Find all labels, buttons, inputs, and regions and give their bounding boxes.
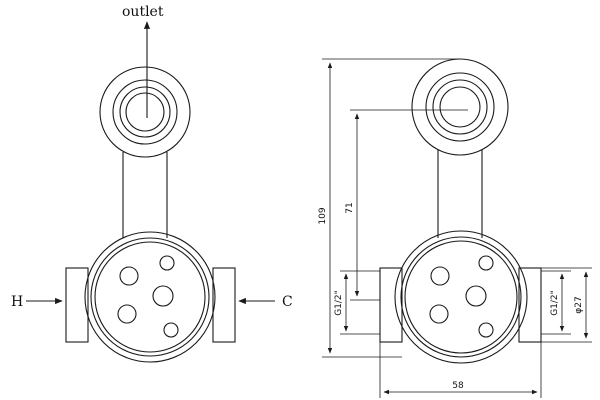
outlet-ring-outer	[99, 66, 191, 158]
outlet-ring-inner	[119, 86, 171, 138]
port-hole	[117, 304, 137, 324]
dim-g12-right-label: G1/2"	[550, 290, 560, 316]
port-hole	[465, 285, 487, 307]
port-hole	[478, 255, 494, 271]
dim-71-label: 71	[345, 202, 355, 213]
hot-label: H	[11, 294, 23, 310]
port-hole	[429, 304, 449, 324]
port-hole	[119, 266, 139, 286]
right-inlet-stub	[518, 267, 542, 343]
dim-109-label: 109	[318, 207, 328, 224]
port-hole	[152, 285, 174, 307]
valve-body-face	[404, 240, 518, 354]
port-hole	[163, 322, 179, 338]
outlet-bore	[125, 92, 165, 132]
port-hole	[159, 255, 175, 271]
dimension-lines	[322, 58, 592, 398]
dim-g12-left-label: G1/2"	[334, 290, 344, 316]
cold-inlet-stub	[212, 267, 236, 343]
dim-58-label: 58	[452, 381, 464, 391]
outlet-label: outlet	[122, 4, 164, 20]
port-hole	[478, 322, 494, 338]
outlet-ring-mid	[425, 72, 495, 142]
cold-label: C	[282, 294, 293, 310]
dim-d27-label: φ27	[574, 296, 584, 313]
valve-body-face	[94, 241, 206, 353]
valve-body-inner	[90, 237, 210, 357]
outlet-ring-mid	[112, 79, 178, 145]
port-hole	[430, 266, 450, 286]
valve-body-inner	[400, 236, 522, 358]
outlet-ring-inner	[432, 79, 488, 135]
left-view	[26, 21, 275, 363]
right-view	[379, 58, 542, 364]
valve-body-outer	[84, 231, 216, 363]
left-inlet-stub	[379, 267, 403, 343]
valve-body-outer	[394, 230, 528, 364]
hot-inlet-stub	[65, 267, 89, 343]
outlet-bore	[439, 86, 481, 128]
